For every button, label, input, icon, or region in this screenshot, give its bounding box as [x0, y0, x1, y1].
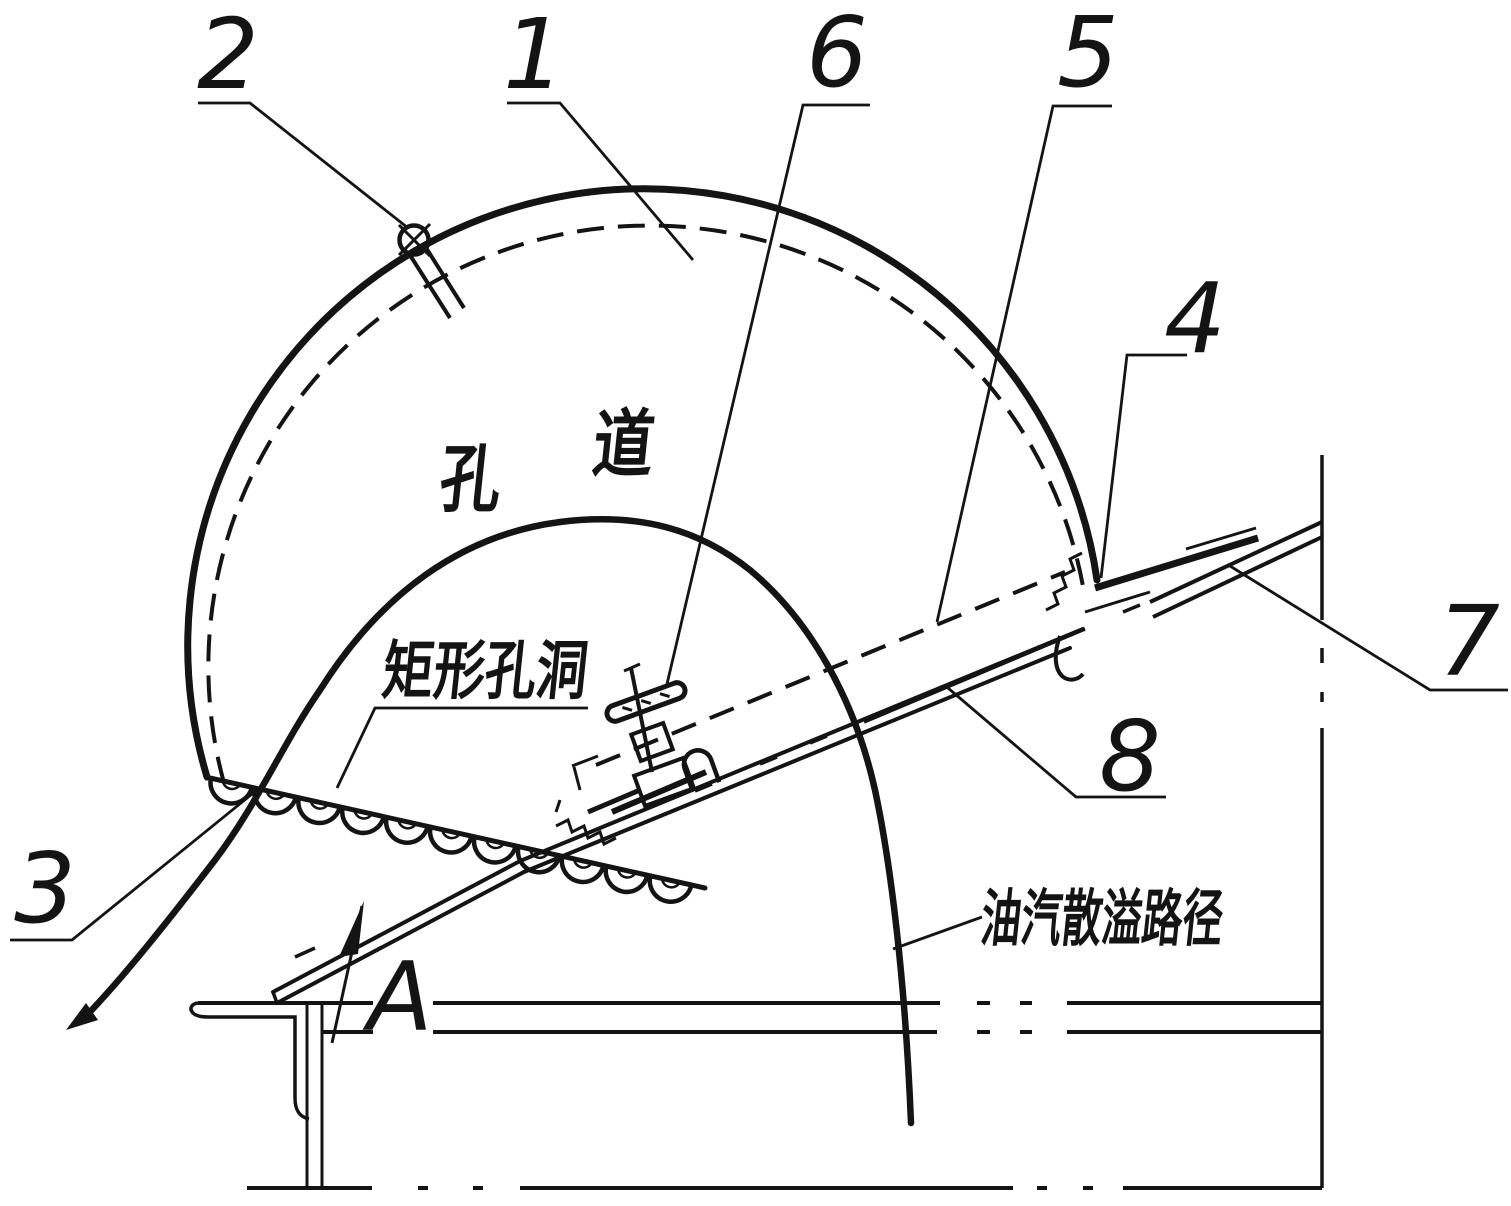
- label-channel-char-1: 孔: [436, 440, 505, 522]
- hidden-channel-lower-dashes: [694, 603, 1141, 793]
- vent-handwheel-circle: [397, 223, 431, 257]
- scalloped-seal-line: [207, 775, 708, 891]
- callout-6: 6: [806, 0, 868, 109]
- callout-3: 3: [14, 832, 76, 945]
- callout-7: 7: [1438, 585, 1500, 698]
- leader-2: [198, 101, 409, 230]
- right-flange-assembly: [1045, 526, 1260, 682]
- left-clamp-serration: [555, 817, 617, 847]
- left-clamp-base: [587, 787, 641, 815]
- leader-7: [1229, 564, 1508, 692]
- section-letter: A: [362, 943, 433, 1053]
- leader-3: [10, 788, 258, 942]
- valve-base-flange: [610, 769, 708, 815]
- leader-5: [935, 104, 1112, 623]
- right-flange-serration: [1045, 551, 1083, 612]
- oil-vapor-path-curve: [84, 516, 915, 1127]
- scallop-inner-dashes: [221, 780, 681, 889]
- right-flange-hook: [1053, 635, 1085, 682]
- valve-bonnet: [628, 720, 676, 764]
- section-arrow: [330, 901, 364, 1044]
- leader-4: [1099, 353, 1187, 579]
- vent-handwheel-cross: [397, 222, 432, 258]
- label-channel-char-2: 道: [589, 405, 658, 487]
- callout-5: 5: [1057, 0, 1119, 109]
- vent-valve-icon: [397, 222, 466, 320]
- leader-1: [507, 101, 695, 261]
- callout-8: 8: [1099, 700, 1161, 813]
- valve-stem-top-tick: [623, 662, 641, 673]
- valve-handwheel: [604, 680, 688, 724]
- leader-oil-path: [892, 915, 983, 951]
- cover-plate-bottom-edge: [275, 646, 1072, 1005]
- right-flange-thin-lines: [1084, 526, 1257, 614]
- inclined-pipe-wall-line: [863, 627, 1086, 724]
- leader-6: [665, 103, 870, 685]
- valve-handwheel-spokes: [621, 692, 671, 712]
- callout-leaders: [10, 101, 1508, 951]
- hidden-channel-dashed-line: [595, 570, 1066, 767]
- left-clamp-assembly: [554, 754, 641, 847]
- leader-8: [947, 686, 1166, 799]
- right-flange-plate: [1093, 534, 1260, 592]
- valve-stem: [629, 667, 654, 773]
- tank-structure: [189, 455, 1324, 1190]
- tank-rim-hook: [189, 1001, 310, 1121]
- outlet-pipe-lines: [1149, 520, 1323, 619]
- oil-vapor-arrowhead-icon: [66, 1003, 98, 1030]
- dome-inner-dashed-arc: [206, 223, 1086, 784]
- tank-wall: [305, 1003, 324, 1188]
- gate-valve-icon: [604, 662, 722, 815]
- leader-rect-hole: [335, 706, 588, 789]
- callout-1: 1: [503, 0, 565, 111]
- valve-yoke: [681, 748, 722, 793]
- callout-4: 4: [1164, 262, 1226, 375]
- section-arrowhead-icon: [339, 901, 364, 957]
- label-oil-vapor-path: 油汽散溢路径: [978, 884, 1227, 954]
- left-clamp-bracket: [554, 754, 599, 813]
- label-rect-hole: 矩形孔洞: [379, 636, 591, 708]
- callout-2: 2: [197, 0, 259, 111]
- scallop-bumps: [208, 777, 694, 904]
- dome-outer-arc: [184, 185, 1101, 781]
